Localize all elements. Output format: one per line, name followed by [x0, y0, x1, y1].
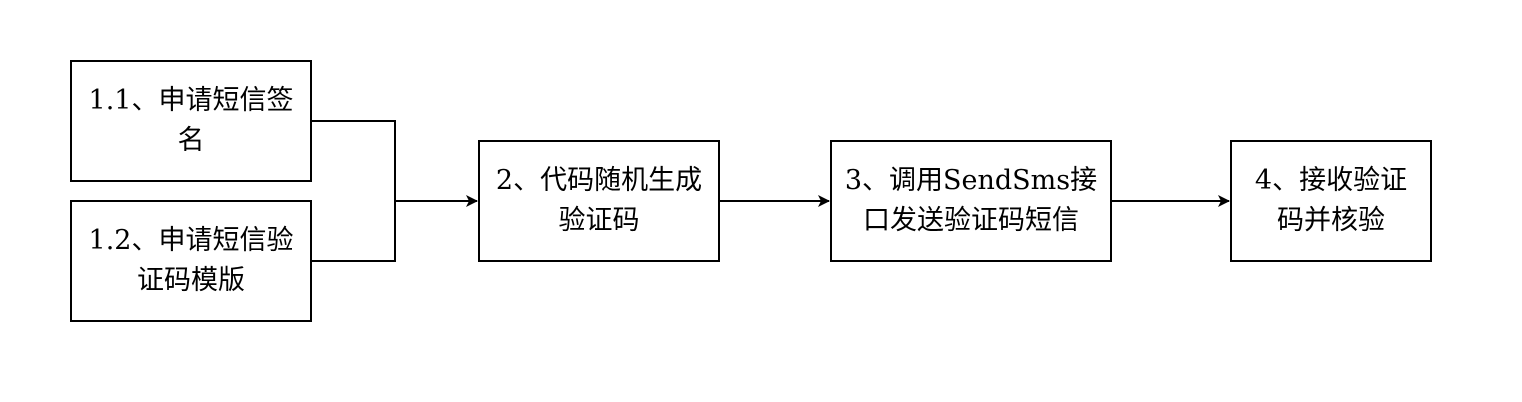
node-label: 3、调用SendSms接口发送验证码短信	[844, 165, 1098, 236]
node-label: 1.1、申请短信签名	[88, 85, 294, 156]
node-generate-code[interactable]: 2、代码随机生成验证码	[478, 140, 720, 262]
node-verify-code[interactable]: 4、接收验证码并核验	[1230, 140, 1432, 262]
node-apply-sms-template[interactable]: 1.2、申请短信验证码模版	[70, 200, 312, 322]
edge-b12-to-b2	[312, 201, 396, 262]
edge-b11-to-b2	[312, 120, 396, 201]
node-apply-sms-signature[interactable]: 1.1、申请短信签名	[70, 60, 312, 182]
node-label: 1.2、申请短信验证码模版	[88, 225, 294, 296]
node-send-sms[interactable]: 3、调用SendSms接口发送验证码短信	[830, 140, 1112, 262]
node-label: 2、代码随机生成验证码	[495, 165, 703, 236]
node-label: 4、接收验证码并核验	[1254, 165, 1408, 236]
